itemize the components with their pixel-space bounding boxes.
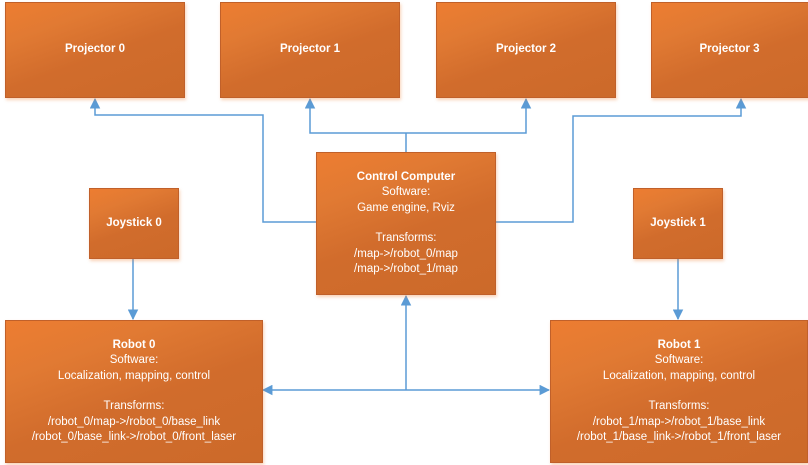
- projector-1-node: Projector 1: [220, 2, 400, 98]
- control-computer-transform: /map->/robot_1/map: [354, 263, 458, 275]
- joystick-1-label: Joystick 1: [650, 216, 706, 229]
- robot-0-software: Localization, mapping, control: [57, 369, 211, 382]
- control-computer-software-label: Software:: [381, 186, 431, 198]
- control-computer-node: Control Computer Software: Game engine, …: [316, 152, 496, 295]
- robot-1-software-label: Software:: [654, 354, 704, 366]
- connector-cc-to-projector-2: [406, 97, 532, 134]
- control-computer-title: Control Computer: [356, 170, 456, 183]
- projector-2-node: Projector 2: [436, 2, 616, 98]
- projector-0-label: Projector 0: [64, 43, 126, 56]
- joystick-1-node: Joystick 1: [633, 188, 723, 259]
- projector-3-node: Projector 3: [651, 2, 808, 98]
- joystick-0-label: Joystick 0: [106, 216, 162, 229]
- connector-cc-to-projector-0: [89, 97, 316, 223]
- robot-0-transform: /robot_0/map->/robot_0/base_link: [47, 415, 221, 428]
- control-computer-transform: /map->/robot_0/map: [354, 247, 458, 260]
- robot-1-software: Localization, mapping, control: [602, 369, 756, 382]
- robot-0-transform: /robot_0/base_link->/robot_0/front_laser: [31, 431, 237, 443]
- connector-cc-to-projector-3: [496, 97, 747, 223]
- control-computer-transforms-label: Transforms:: [375, 232, 437, 244]
- projector-0-node: Projector 0: [5, 2, 185, 98]
- robot-0-node: Robot 0 Software: Localization, mapping,…: [5, 320, 263, 463]
- robot-1-transforms-label: Transforms:: [648, 400, 710, 412]
- robot-1-title: Robot 1: [657, 338, 701, 351]
- projector-2-label: Projector 2: [495, 43, 557, 56]
- robot-1-transform: /robot_1/base_link->/robot_1/front_laser: [576, 431, 782, 443]
- robot-1-transform: /robot_1/map->/robot_1/base_link: [592, 415, 766, 428]
- projector-3-label: Projector 3: [699, 43, 760, 56]
- robot-1-node: Robot 1 Software: Localization, mapping,…: [550, 320, 808, 463]
- projector-1-label: Projector 1: [279, 43, 341, 56]
- control-computer-software: Game engine, Rviz: [357, 201, 455, 214]
- robot-0-title: Robot 0: [112, 338, 156, 351]
- robot-0-transforms-label: Transforms:: [103, 400, 165, 412]
- joystick-0-node: Joystick 0: [89, 188, 179, 259]
- connector-cc-to-projector-1: [304, 97, 406, 134]
- robot-0-software-label: Software:: [109, 354, 159, 366]
